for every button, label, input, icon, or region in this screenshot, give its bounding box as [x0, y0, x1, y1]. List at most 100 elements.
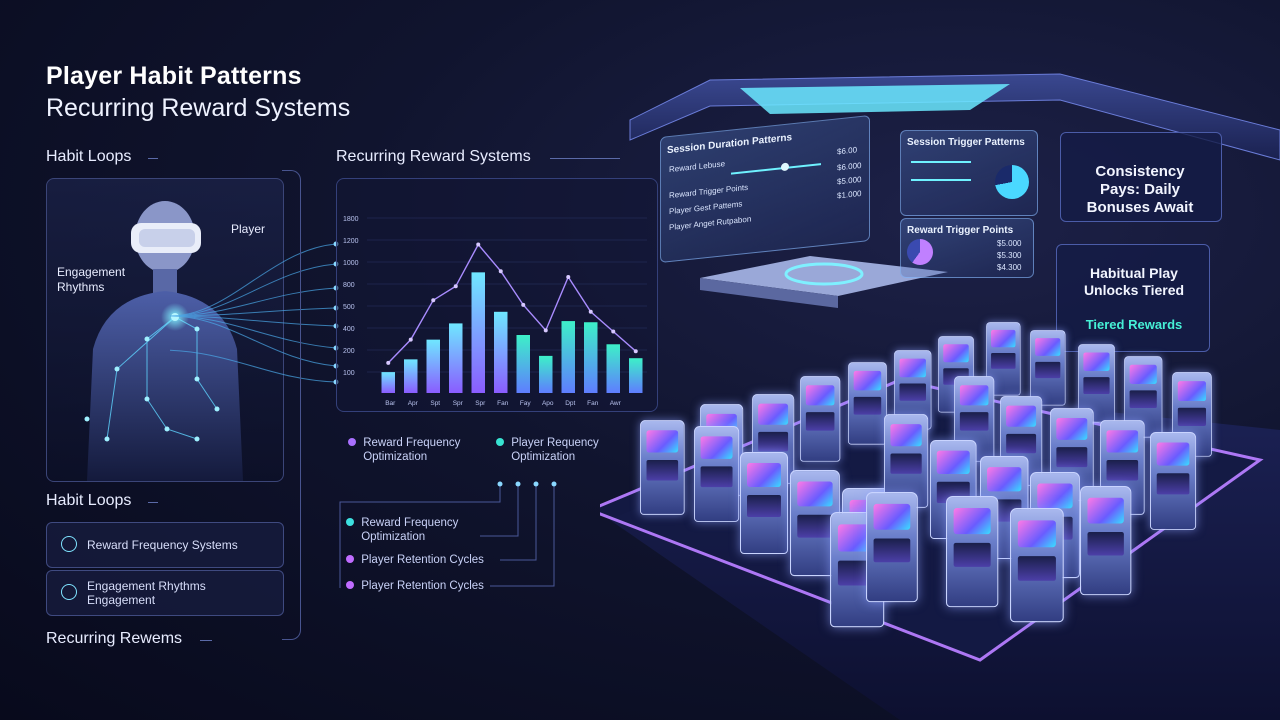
- y-tick-label: 200: [343, 348, 355, 355]
- engagement-rhythms-label: Engagement Rhythms: [57, 265, 126, 294]
- x-tick-label: Apr: [408, 400, 419, 407]
- pie-icon: [995, 165, 1029, 199]
- holo-reward-panel: Reward Trigger Points $5.000 $5.300 $4.3…: [900, 218, 1034, 278]
- holo-row: Reward Trigger Points: [669, 182, 749, 201]
- x-tick-label: Fan: [587, 400, 599, 407]
- list-bullet: [346, 518, 354, 526]
- holo-value: $1.000: [837, 188, 862, 201]
- connector-line: [550, 158, 620, 159]
- connection-lines: [170, 241, 339, 385]
- target-icon: [61, 536, 77, 552]
- chart-point: [611, 329, 616, 334]
- page-title: Player Habit Patterns: [46, 62, 302, 90]
- chart-point: [543, 328, 548, 333]
- slot-machine: [694, 426, 740, 522]
- chart-bar: [449, 323, 463, 393]
- x-tick-label: Spr: [475, 400, 486, 407]
- slot-machine: [946, 496, 999, 608]
- list-bullet: [346, 555, 354, 563]
- list-bullet: [346, 581, 354, 589]
- x-tick-label: Apo: [542, 400, 554, 407]
- section-label-recurring: Recurring Rewems: [46, 630, 183, 647]
- holo-value: $5.000: [997, 239, 1022, 248]
- connector-line: [148, 158, 158, 159]
- slot-machine: [740, 452, 788, 554]
- chart-point: [431, 298, 436, 303]
- x-tick-label: Awr: [610, 400, 622, 407]
- banner-accent-text: Tiered Rewards: [1085, 317, 1183, 332]
- slider-track: [911, 179, 971, 181]
- holo-row: Reward Lebuse: [669, 159, 726, 175]
- chart-bar: [539, 355, 553, 393]
- x-tick-label: Dpt: [565, 400, 575, 407]
- section-label-habit-loops: Habit Loops: [46, 148, 132, 165]
- chart-point: [498, 269, 503, 274]
- y-tick-label: 1000: [343, 260, 359, 267]
- list-label: Player Retention Cycles: [361, 554, 484, 566]
- target-icon: [61, 584, 77, 600]
- chart-bar: [561, 321, 575, 393]
- x-tick-label: Spr: [453, 400, 464, 407]
- y-tick-label: 800: [343, 282, 355, 289]
- chart-point: [633, 349, 638, 354]
- y-tick-label: 1200: [343, 238, 359, 245]
- holo-title: Session Trigger Patterns: [907, 137, 1025, 148]
- holo-value: $6.00: [837, 145, 858, 157]
- holo-session-panel: Session Duration Patterns Reward Lebuse …: [660, 114, 870, 264]
- chart-section-title: Recurring Reward Systems: [336, 148, 531, 165]
- card-reward-frequency[interactable]: Reward Frequency Systems: [46, 522, 284, 568]
- chart-bar: [426, 339, 440, 393]
- card-engagement-rhythms[interactable]: Engagement Rhythms Engagement: [46, 570, 284, 616]
- pie-icon: [907, 239, 933, 265]
- mid-list-connectors: [339, 481, 557, 588]
- legend-item-player: Player Requency Optimization: [496, 436, 621, 464]
- x-tick-label: Fan: [497, 400, 509, 407]
- chart-point: [476, 242, 481, 247]
- slot-machine: [800, 376, 841, 462]
- legend-label: Reward Frequency Optimization: [363, 437, 461, 463]
- chart-bar: [471, 272, 485, 393]
- mid-list-item: Player Retention Cycles: [346, 579, 484, 593]
- holo-title: Reward Trigger Points: [907, 225, 1014, 236]
- holo-trigger-panel: Session Trigger Patterns: [900, 130, 1038, 216]
- holo-row: Player Anget Rutpabon: [669, 214, 752, 233]
- chart-bar: [606, 344, 620, 393]
- holo-value: $6.000: [837, 160, 862, 173]
- banner-text: Consistency Pays: Daily Bonuses Await: [1086, 163, 1194, 216]
- chart-point: [386, 360, 391, 365]
- mid-list-item: Reward Frequency Optimization: [346, 516, 473, 544]
- card-label: Reward Frequency Systems: [87, 538, 238, 552]
- holo-row: Player Gest Pattems: [669, 199, 743, 217]
- player-label: Player: [231, 222, 266, 236]
- holo-value: $5.300: [997, 251, 1022, 260]
- card-label: Engagement Rhythms Engagement: [87, 579, 206, 607]
- mid-list-item: Player Retention Cycles: [346, 553, 484, 567]
- x-tick-label: Bar: [385, 400, 396, 407]
- slider-track: [731, 163, 821, 175]
- left-bracket: [282, 170, 301, 640]
- chart-point: [453, 284, 458, 289]
- legend-swatch: [496, 438, 504, 446]
- chart-bar: [494, 311, 508, 393]
- y-tick-label: 100: [343, 370, 355, 377]
- player-figure-icon: [84, 201, 243, 481]
- chart-point: [588, 309, 593, 314]
- chart-point: [521, 302, 526, 307]
- habitual-banner: Habitual Play Unlocks Tiered Tiered Rewa…: [1056, 244, 1210, 352]
- y-tick-label: 500: [343, 304, 355, 311]
- chart-bar: [404, 359, 418, 393]
- chart-line: [387, 243, 637, 364]
- holo-value: $5.000: [837, 174, 862, 187]
- slot-machine: [1078, 344, 1115, 423]
- slot-machine: [1030, 330, 1066, 406]
- chart-bar: [629, 358, 643, 393]
- y-tick-label: 1800: [343, 216, 359, 223]
- slot-machine: [848, 362, 887, 445]
- list-label: Reward Frequency Optimization: [361, 517, 459, 543]
- slot-machine: [1150, 432, 1197, 530]
- slider-track: [911, 161, 971, 163]
- chart-point: [408, 337, 413, 342]
- slot-machine: [1080, 486, 1132, 596]
